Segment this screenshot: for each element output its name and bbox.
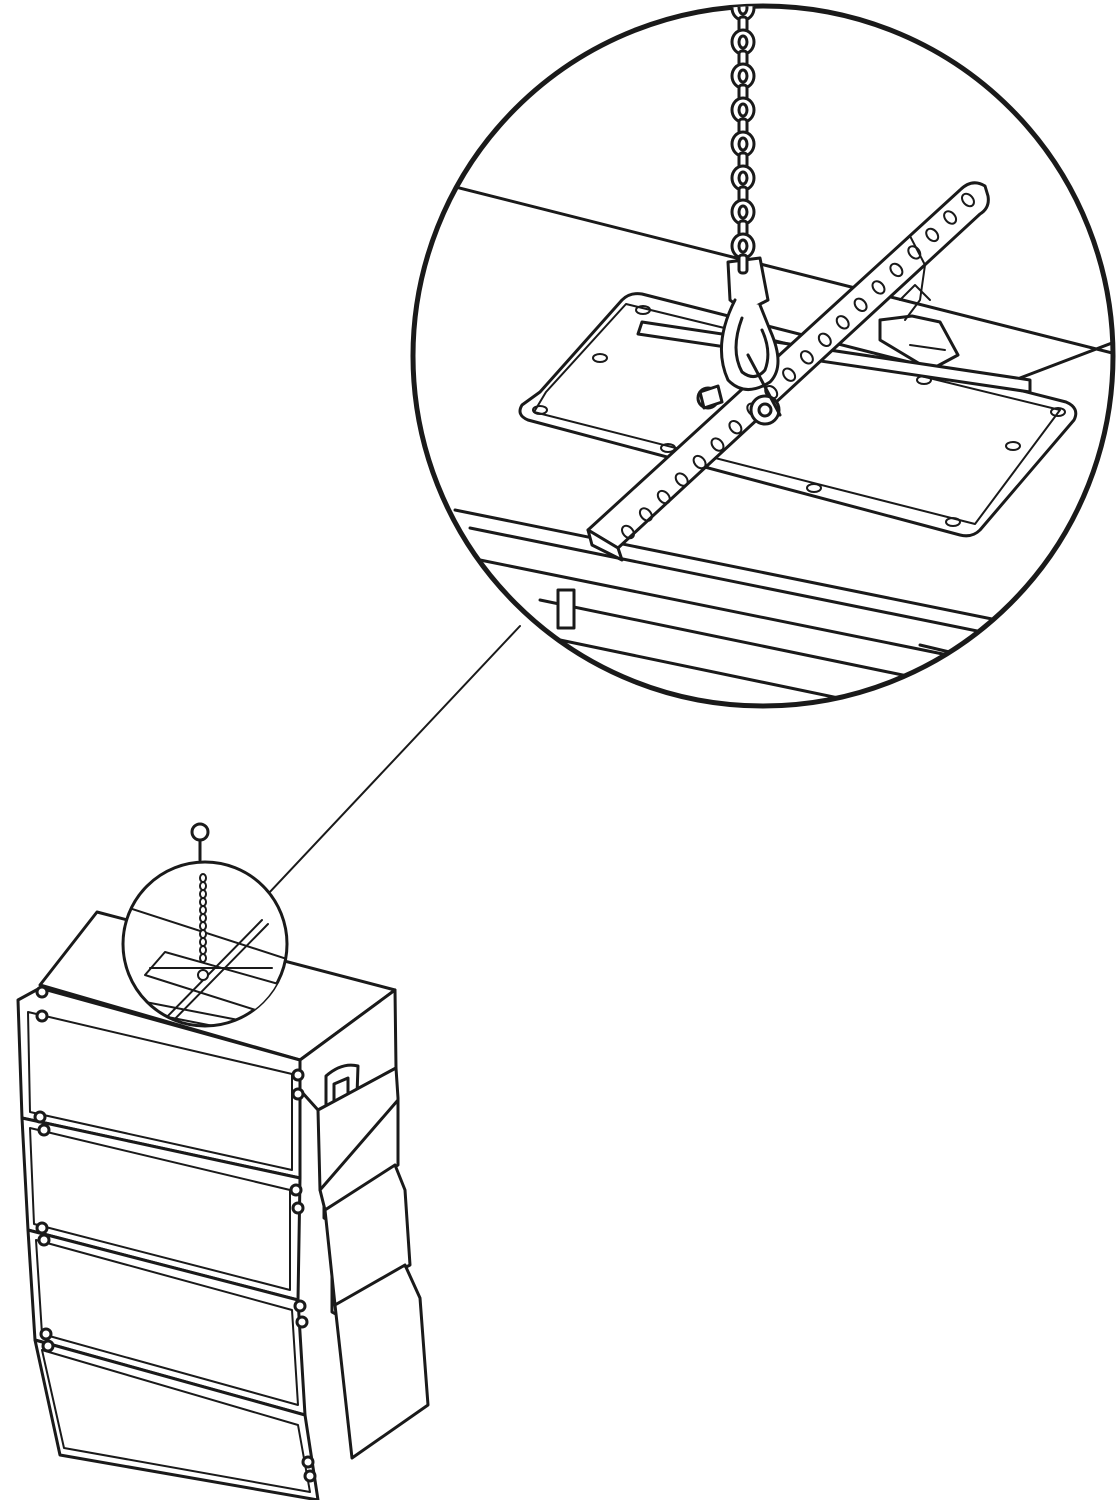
bumper-hole (710, 437, 725, 452)
rigging-plate (518, 292, 1078, 538)
bumper-hole (799, 350, 814, 365)
side-handle-slot (556, 588, 576, 630)
lifting-chain (730, 6, 756, 275)
bumper-hole (889, 262, 904, 278)
bumper-hole (692, 454, 707, 470)
chain-link (199, 945, 207, 955)
bumper-hole (961, 192, 975, 208)
line-array (16, 822, 430, 1500)
chain-link (199, 889, 207, 899)
chain-link (199, 881, 207, 891)
rigging-pins-left (33, 985, 55, 1353)
bumper-hole (817, 332, 832, 347)
bumper-hole (656, 489, 671, 505)
detail-callout-circle (121, 860, 289, 1028)
bumper-hole (907, 245, 922, 260)
bumper-hole (925, 227, 940, 243)
plate-screws (532, 305, 1066, 527)
bumper-hole (943, 210, 958, 225)
bumper-bar (586, 181, 990, 562)
rear-mount-block (878, 314, 960, 372)
chain-link (199, 905, 207, 915)
chain-link (199, 913, 207, 923)
bumper-hole (835, 315, 850, 330)
eye-bolt (190, 822, 210, 862)
bumper-hole (621, 524, 635, 540)
chain-link (199, 921, 207, 931)
detail-view (410, 3, 1116, 709)
callout-leader-line (267, 625, 521, 895)
bumper-hole (782, 367, 797, 382)
bumper-hole (853, 297, 868, 312)
chain-link (199, 953, 207, 963)
enclosure-stack (16, 986, 320, 1500)
bumper-hole (871, 280, 886, 295)
rigging-pins-right (289, 1068, 317, 1483)
chain-link (737, 253, 749, 275)
chain-link (199, 929, 207, 939)
chain-link (199, 937, 207, 947)
bumper-hole (674, 472, 689, 487)
chain-link (199, 873, 207, 883)
bumper-hole (638, 507, 653, 522)
chain-link (199, 897, 207, 907)
bumper-hole (728, 420, 743, 435)
